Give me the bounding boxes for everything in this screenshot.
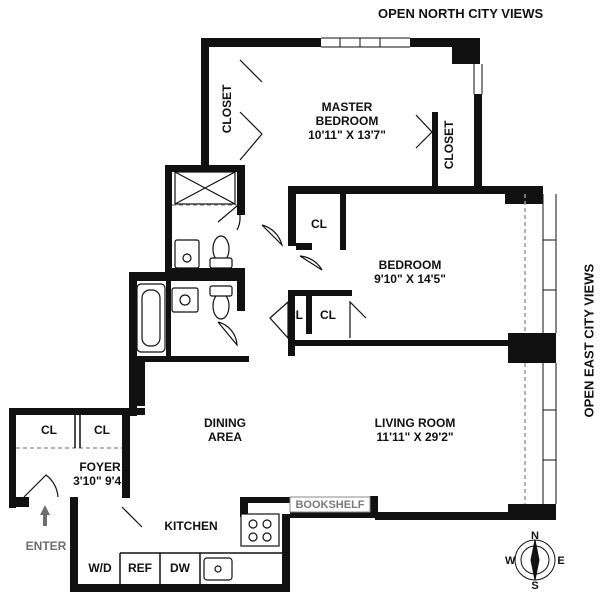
bedroom-name: BEDROOM: [378, 258, 442, 272]
master-right-closet-label: CLOSET: [442, 120, 457, 170]
foyer-left-closet-label: CL: [41, 423, 57, 437]
north-views-label: OPEN NORTH CITY VIEWS: [378, 6, 544, 21]
washer-dryer-label: W/D: [88, 561, 112, 575]
foyer-dims: 3'10" 9'4": [73, 473, 127, 488]
dining-area-label: DINING AREA: [195, 416, 255, 445]
windows: [321, 37, 557, 504]
dashed-lines: [16, 194, 526, 504]
enter-label: ENTER: [25, 539, 67, 553]
east-views-label: OPEN EAST CITY VIEWS: [581, 263, 597, 418]
bookshelf-box: [289, 496, 371, 513]
compass-e-label: E: [557, 555, 565, 567]
dining-name-2: AREA: [207, 429, 242, 444]
compass-s-label: S: [531, 580, 539, 592]
bookshelf-label: BOOKSHELF: [295, 499, 365, 511]
master-bedroom-name-1: MASTER: [321, 100, 373, 114]
bedroom-label: BEDROOM 9'10" X 14'5": [360, 258, 460, 287]
bedroom-right-closet-label: CL: [320, 308, 336, 322]
kitchen-fixtures: [203, 513, 280, 581]
doors: [23, 59, 433, 528]
compass-icon: [514, 539, 556, 581]
compass-n-label: N: [531, 530, 539, 542]
bath-fixtures: [136, 171, 236, 353]
dishwasher-label: DW: [170, 561, 190, 575]
living-room-label: LIVING ROOM 11'11" X 29'2": [355, 416, 475, 445]
foyer-label: FOYER 3'10" 9'4": [60, 460, 140, 489]
compass-w-label: W: [505, 555, 516, 567]
master-bedroom-name-2: BEDROOM: [315, 113, 379, 128]
walls: [9, 38, 556, 592]
bedroom-dims: 9'10" X 14'5": [374, 271, 446, 286]
bedroom-top-closet-label: CL: [311, 217, 327, 231]
dining-name-1: DINING: [204, 416, 246, 430]
enter-arrow-icon: [40, 505, 50, 526]
living-room-dims: 11'11" X 29'2": [376, 429, 454, 444]
kitchen-label: KITCHEN: [164, 519, 218, 533]
foyer-right-closet-label: CL: [94, 423, 110, 437]
bedroom-left-closet-label: CL: [287, 308, 303, 322]
master-bedroom-label: MASTER BEDROOM 10'11" X 13'7": [292, 100, 402, 142]
living-room-name: LIVING ROOM: [374, 416, 456, 430]
foyer-name: FOYER: [79, 460, 121, 474]
master-bedroom-dims: 10'11" X 13'7": [308, 127, 386, 142]
thin-walls: [74, 415, 282, 584]
refrigerator-label: REF: [128, 561, 152, 575]
master-left-closet-label: CLOSET: [220, 84, 235, 134]
